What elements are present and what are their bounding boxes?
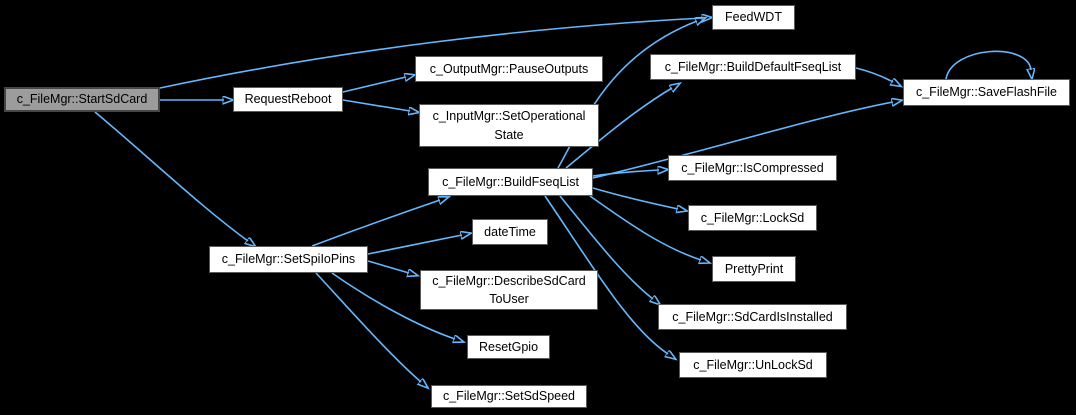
- edge-SaveFlashFile-SaveFlashFile: [945, 50, 1031, 79]
- edge-BuildFseqList-FeedWDT: [557, 21, 697, 169]
- edge-SetSpiIoPins-SetSdSpeed: [315, 272, 421, 382]
- node-feed-wdt[interactable]: FeedWDT: [712, 5, 795, 30]
- node-build-default-fseq-list[interactable]: c_FileMgr::BuildDefaultFseqList: [650, 54, 856, 80]
- node-set-sd-speed[interactable]: c_FileMgr::SetSdSpeed: [431, 385, 587, 408]
- edge-StartSdCard-SetSpiIoPins: [94, 111, 248, 241]
- edge-BuildDefaultFseqList-SaveFlashFile: [855, 67, 893, 82]
- node-unlock-sd[interactable]: c_FileMgr::UnLockSd: [679, 352, 827, 378]
- edge-BuildFseqList-BuildDefaultFseqList: [565, 88, 672, 169]
- node-start-sd-card[interactable]: c_FileMgr::StartSdCard: [4, 87, 160, 112]
- node-lock-sd[interactable]: c_FileMgr::LockSd: [688, 205, 817, 231]
- node-sd-card-is-installed[interactable]: c_FileMgr::SdCardIsInstalled: [658, 304, 847, 330]
- edge-BuildFseqList-SdCardIsInstalled: [559, 195, 653, 299]
- edge-BuildFseqList-IsCompressed: [592, 170, 659, 177]
- node-set-spi-io-pins[interactable]: c_FileMgr::SetSpiIoPins: [209, 246, 368, 273]
- node-is-compressed[interactable]: c_FileMgr::IsCompressed: [668, 155, 837, 181]
- node-date-time[interactable]: dateTime: [472, 219, 548, 245]
- node-request-reboot[interactable]: RequestReboot: [233, 87, 343, 112]
- edge-BuildFseqList-LockSd: [592, 187, 678, 209]
- node-pretty-print[interactable]: PrettyPrint: [712, 256, 796, 282]
- node-pause-outputs[interactable]: c_OutputMgr::PauseOutputs: [415, 56, 603, 82]
- edge-RequestReboot-SetOperationalState: [342, 99, 410, 111]
- edge-BuildFseqList-SaveFlashFile: [592, 102, 893, 179]
- edge-SetSpiIoPins-ResetGpio: [331, 272, 455, 339]
- node-set-operational-state[interactable]: c_InputMgr::SetOperational State: [419, 104, 599, 147]
- node-describe-sd-card-to-user[interactable]: c_FileMgr::DescribeSdCard ToUser: [420, 270, 598, 310]
- edge-StartSdCard-FeedWDT: [159, 18, 703, 89]
- node-build-fseq-list[interactable]: c_FileMgr::BuildFseqList: [428, 168, 593, 196]
- edge-SetSpiIoPins-BuildFseqList: [311, 200, 440, 247]
- edge-RequestReboot-PauseOutputs: [342, 77, 406, 93]
- edge-SetSpiIoPins-DescribeSdCardToUser: [367, 260, 409, 273]
- node-reset-gpio[interactable]: ResetGpio: [467, 335, 550, 359]
- edge-BuildFseqList-PrettyPrint: [589, 195, 701, 260]
- edge-BuildFseqList-UnLockSd: [544, 195, 668, 354]
- node-save-flash-file[interactable]: c_FileMgr::SaveFlashFile: [903, 79, 1070, 106]
- edge-SetSpiIoPins-dateTime: [367, 235, 462, 255]
